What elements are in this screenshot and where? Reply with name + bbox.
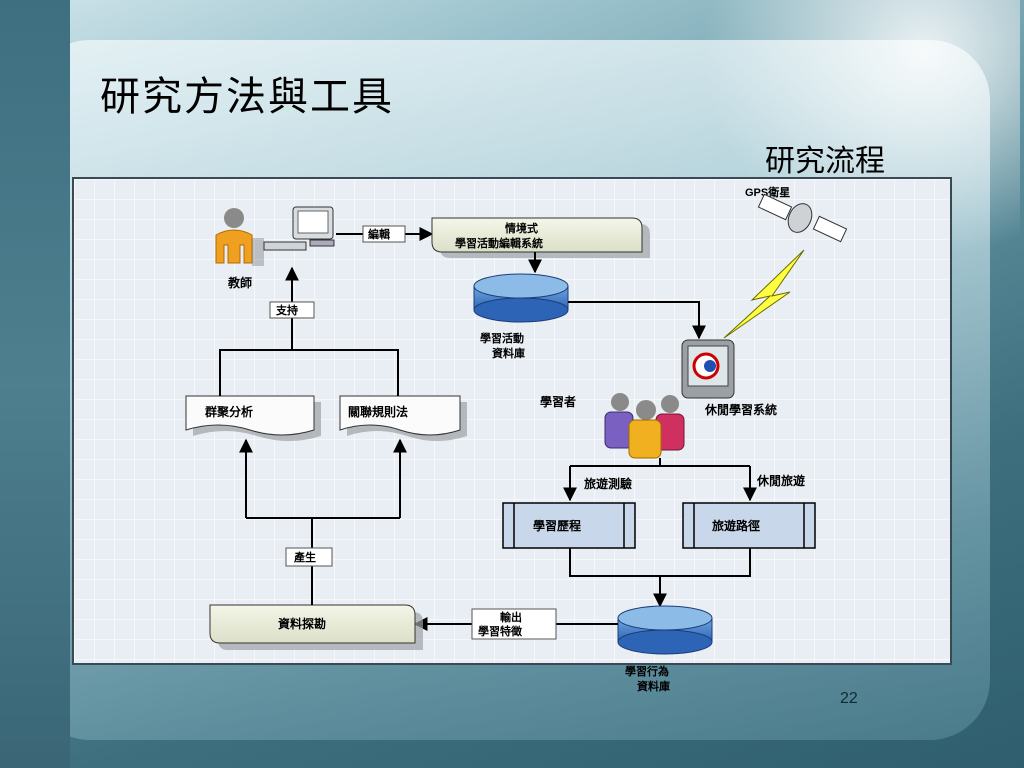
slide-title: 研究方法與工具 xyxy=(100,74,394,120)
portfolio-label: 學習歷程 xyxy=(533,518,581,533)
background-left-band xyxy=(0,0,70,768)
cluster-analysis-box xyxy=(185,395,321,441)
output-line2: 學習特徵 xyxy=(478,624,523,638)
behavior-db-line2: 資料庫 xyxy=(637,679,670,693)
output-line1: 輸出 xyxy=(500,610,522,624)
computer-icon xyxy=(263,206,335,251)
travel-test-label: 旅遊測驗 xyxy=(584,476,632,491)
editing-system-line1: 情境式 xyxy=(505,221,538,235)
edit-label-box xyxy=(362,225,406,243)
edit-label: 編輯 xyxy=(368,227,390,241)
leisure-travel-label: 休閒旅遊 xyxy=(756,473,805,488)
editing-system-box xyxy=(431,217,650,258)
assoc-label: 關聯規則法 xyxy=(348,404,408,419)
leisure-system-label: 休閒學習系統 xyxy=(704,402,777,417)
association-rules-box xyxy=(339,395,467,441)
produce-label-box xyxy=(285,547,333,567)
activity-db-line2: 資料庫 xyxy=(492,346,525,360)
route-label: 旅遊路徑 xyxy=(712,518,760,533)
page-number: 22 xyxy=(840,690,858,707)
learner-label: 學習者 xyxy=(540,394,576,409)
behavior-db-line1: 學習行為 xyxy=(625,664,669,678)
output-label-box xyxy=(471,608,557,640)
teacher-label: 教師 xyxy=(227,275,252,290)
travel-route-box xyxy=(682,502,816,549)
behavior-database-icon xyxy=(617,605,713,655)
gps-label: GPS衛星 xyxy=(745,185,790,199)
cluster-label: 群聚分析 xyxy=(204,404,253,419)
slide-subtitle: 研究流程 xyxy=(765,144,885,179)
lightning-icon xyxy=(723,249,805,339)
pda-device-icon xyxy=(681,339,735,399)
gps-satellite-icon xyxy=(757,193,848,243)
data-mining-box xyxy=(209,604,423,650)
learning-portfolio-box xyxy=(502,502,636,549)
activity-db-line1: 學習活動 xyxy=(480,331,524,345)
learners-icon xyxy=(604,393,685,459)
mining-label: 資料探勘 xyxy=(278,616,326,631)
support-label: 支持 xyxy=(275,303,298,317)
teacher-icon xyxy=(215,208,264,266)
support-label-box xyxy=(269,301,315,319)
activity-database-icon xyxy=(473,273,569,323)
editing-system-line2: 學習活動編輯系統 xyxy=(455,236,543,250)
produce-label: 產生 xyxy=(293,550,316,564)
